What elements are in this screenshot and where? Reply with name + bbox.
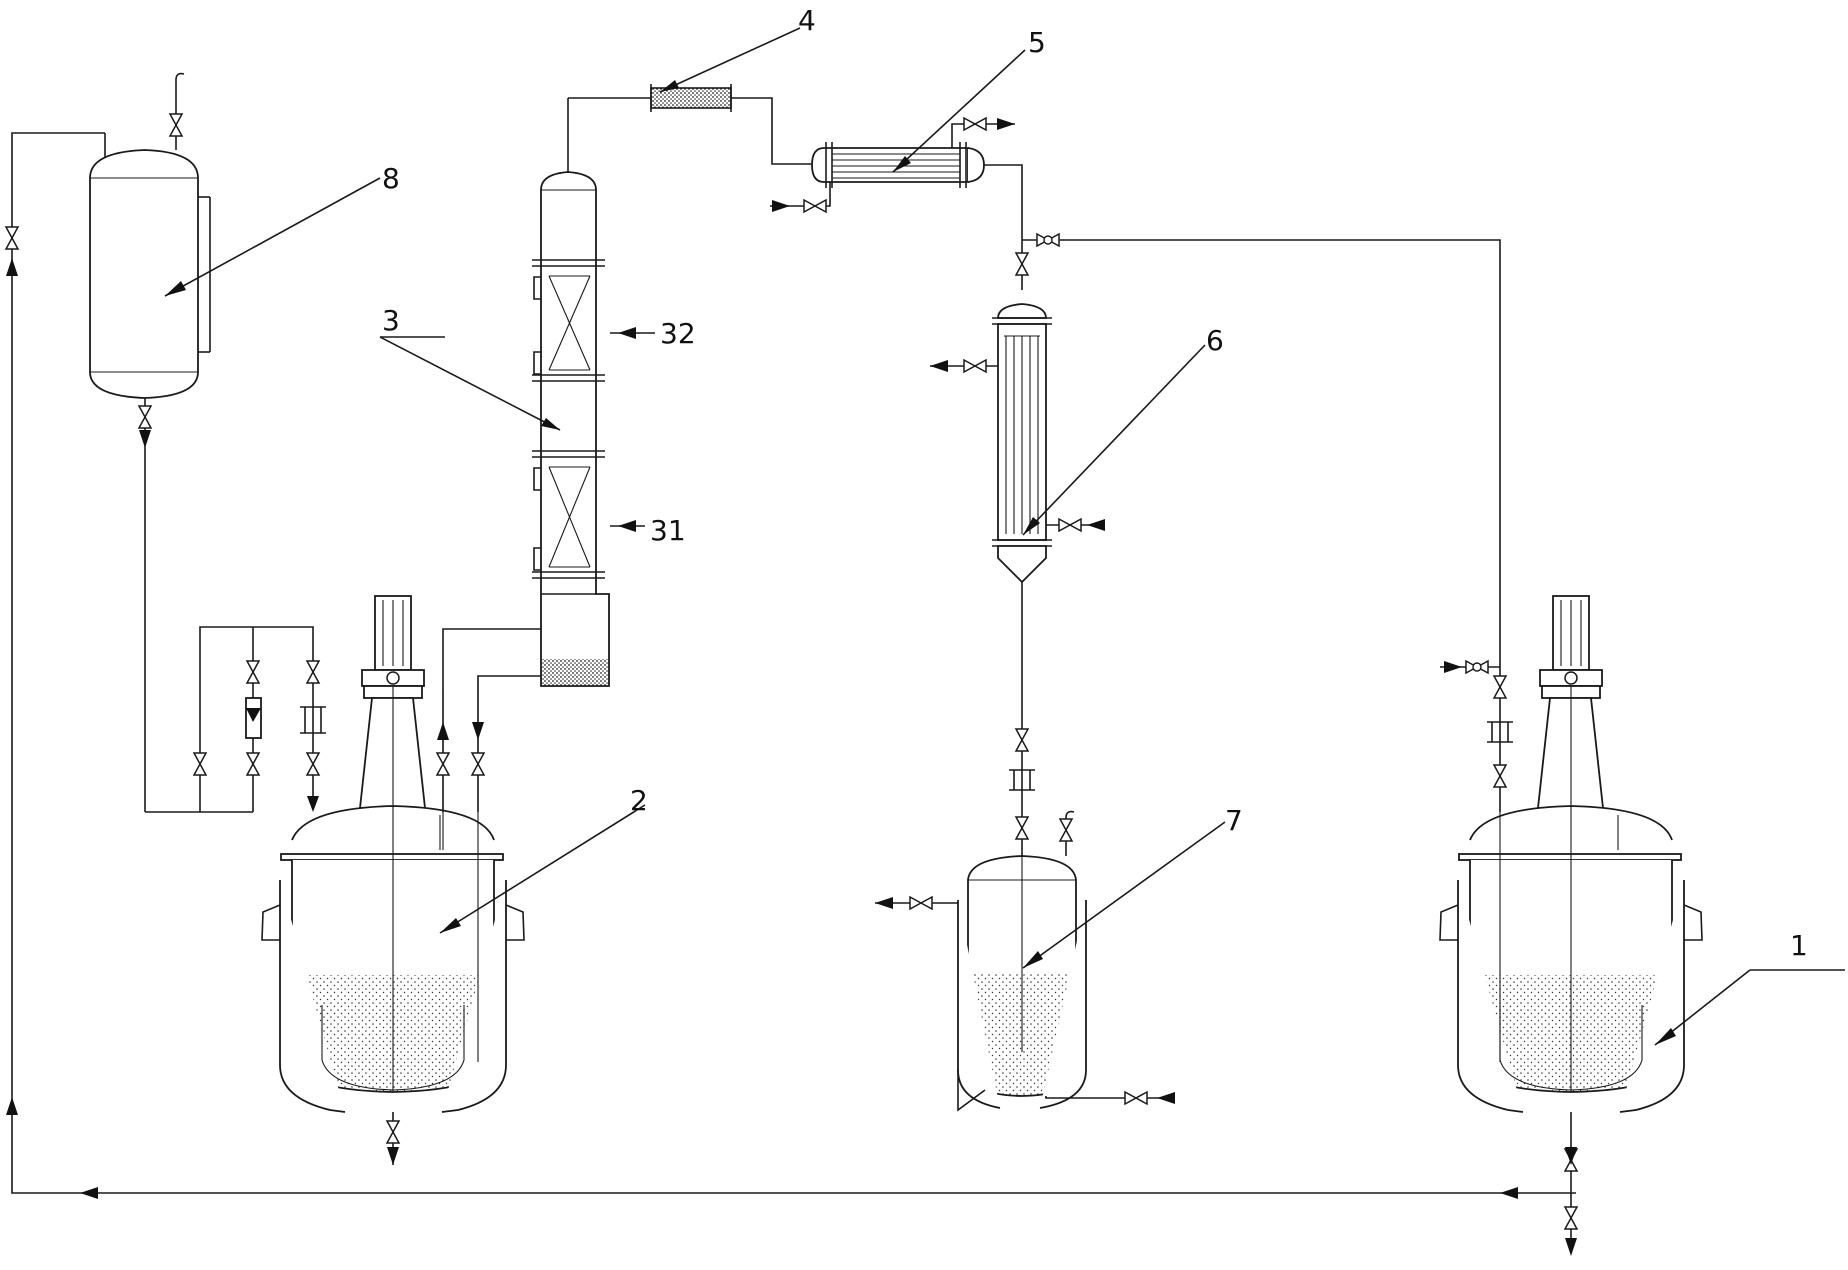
- condenser-6: [930, 303, 1105, 858]
- distillation-column-3: [532, 98, 610, 687]
- filter-4: [568, 84, 812, 165]
- label-7: 7: [1225, 804, 1243, 837]
- label-8: 8: [382, 162, 400, 195]
- column-feed-lines: [436, 628, 541, 812]
- equipment-labels: 1 2 3 31 32 4 5 6 7 8: [382, 4, 1808, 962]
- receiver-7: [875, 810, 1175, 1112]
- feed-manifold: [145, 626, 326, 813]
- label-1: 1: [1790, 929, 1808, 962]
- label-2: 2: [630, 784, 648, 817]
- storage-tank-8: [89, 72, 211, 812]
- vent-line: [1015, 233, 1513, 812]
- label-32: 32: [660, 317, 696, 350]
- reactor-1: [1439, 595, 1703, 1256]
- label-4: 4: [798, 4, 816, 37]
- recycle-piping: [5, 132, 1576, 1199]
- leader-lines: [164, 27, 1845, 1046]
- reactor-2: [261, 595, 525, 1165]
- label-3: 3: [382, 304, 400, 337]
- label-6: 6: [1206, 324, 1224, 357]
- label-5: 5: [1028, 26, 1046, 59]
- condenser-5: [770, 117, 1023, 290]
- label-31: 31: [650, 514, 686, 547]
